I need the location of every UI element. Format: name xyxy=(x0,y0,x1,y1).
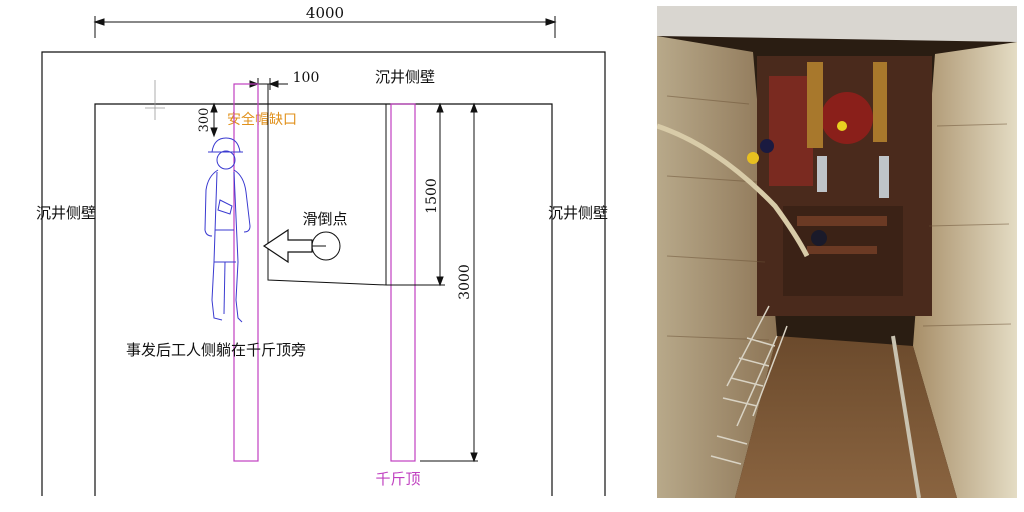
width-dimension xyxy=(93,16,557,38)
rebar-cage xyxy=(710,305,788,465)
shaft-photo xyxy=(657,6,1017,498)
dim-300 xyxy=(210,102,218,138)
slide-direction-arrow xyxy=(262,228,313,264)
hard-hat-icon xyxy=(211,137,241,153)
jack-label: 千斤顶 xyxy=(375,470,420,488)
jack-left xyxy=(233,83,259,462)
accident-schematic: 4000 沉井侧壁 沉井侧壁 沉井侧壁 100 300 安全帽缺口 千斤顶 xyxy=(36,4,608,496)
crosshair-mark xyxy=(145,80,165,120)
wall-label-top: 沉井侧壁 xyxy=(375,68,435,86)
jack-right xyxy=(390,103,416,462)
dim-width-label: 4000 xyxy=(306,4,344,22)
dim-300-label: 300 xyxy=(197,108,212,133)
helmet-gap-label: 安全帽缺口 xyxy=(227,111,297,128)
dim-1500-label: 1500 xyxy=(424,178,440,214)
wall-label-left: 沉井侧壁 xyxy=(36,204,96,222)
pipe xyxy=(891,335,921,498)
dim-100-label: 100 xyxy=(293,70,320,86)
red-tank-icon xyxy=(821,92,873,144)
dim-3000-label: 3000 xyxy=(457,264,473,300)
shaft-photo-render xyxy=(657,6,1017,498)
slip-platform-outline xyxy=(267,84,387,286)
wall-label-right: 沉井侧壁 xyxy=(548,204,608,222)
hose xyxy=(657,123,810,258)
worker-note: 事发后工人侧躺在千斤顶旁 xyxy=(126,341,306,359)
dim-3000 xyxy=(420,102,478,463)
worker-figure xyxy=(204,137,251,323)
outer-wall xyxy=(41,51,606,496)
dim-1500 xyxy=(436,102,444,287)
slip-point-label: 滑倒点 xyxy=(302,210,347,228)
